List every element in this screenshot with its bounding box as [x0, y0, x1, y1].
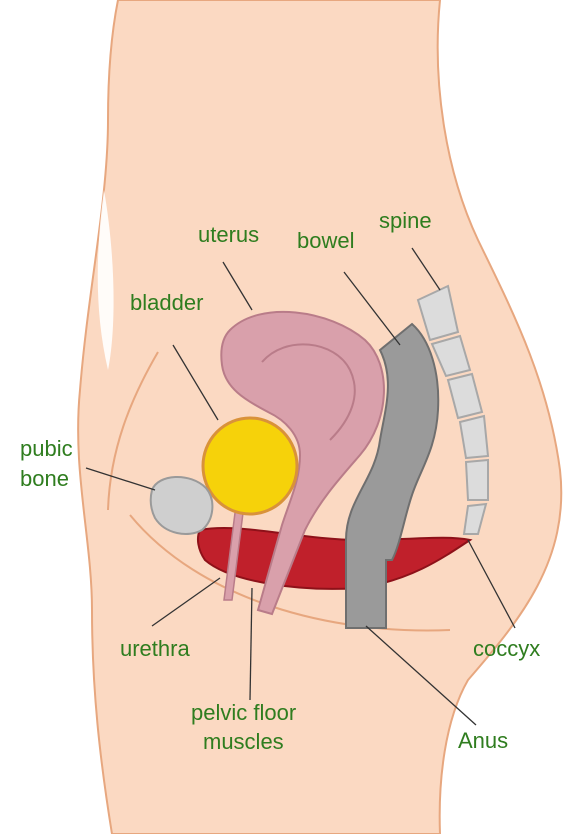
coccyx-leader: [467, 539, 516, 629]
spine-label: spine: [379, 208, 432, 233]
bowel-label: bowel: [297, 228, 354, 253]
bladder-leader: [172, 344, 219, 421]
uterus-inner-fold: [261, 343, 356, 441]
vertebra: [416, 284, 460, 342]
vertebra: [430, 334, 472, 378]
vertebra: [464, 458, 489, 501]
anus-leader: [365, 625, 477, 726]
uterus-label: uterus: [198, 222, 259, 247]
bladder-label: bladder: [130, 290, 203, 315]
vertebra: [458, 414, 490, 460]
leader-lines: [85, 247, 516, 726]
pelvic-floor-muscles: [196, 526, 473, 590]
vertebra: [446, 372, 484, 420]
coccyx-label: coccyx: [473, 636, 540, 661]
pubic-bone: [149, 475, 214, 535]
uterus-organ: [220, 310, 385, 616]
bowel-leader: [343, 271, 401, 346]
urethra-label: urethra: [120, 636, 190, 661]
abdomen-line: [107, 351, 159, 511]
bowel-organ: [345, 322, 440, 629]
pelvic-floor-label-line2: muscles: [203, 729, 284, 754]
anus-label: Anus: [458, 728, 508, 753]
pelvic-leader: [249, 587, 253, 701]
urethra-leader: [151, 577, 221, 627]
spine-column: [416, 284, 490, 535]
pubic-bone-label-line1: pubic: [20, 436, 73, 461]
body-highlight: [97, 190, 114, 370]
vertebra: [462, 502, 488, 535]
pubic-leader: [85, 467, 156, 491]
pubic-bone-label-line2: bone: [20, 466, 69, 491]
uterus-leader: [222, 261, 253, 311]
spine-leader: [411, 247, 441, 291]
bladder-organ: [201, 416, 299, 516]
pelvic-floor-label-line1: pelvic floor: [191, 700, 296, 725]
